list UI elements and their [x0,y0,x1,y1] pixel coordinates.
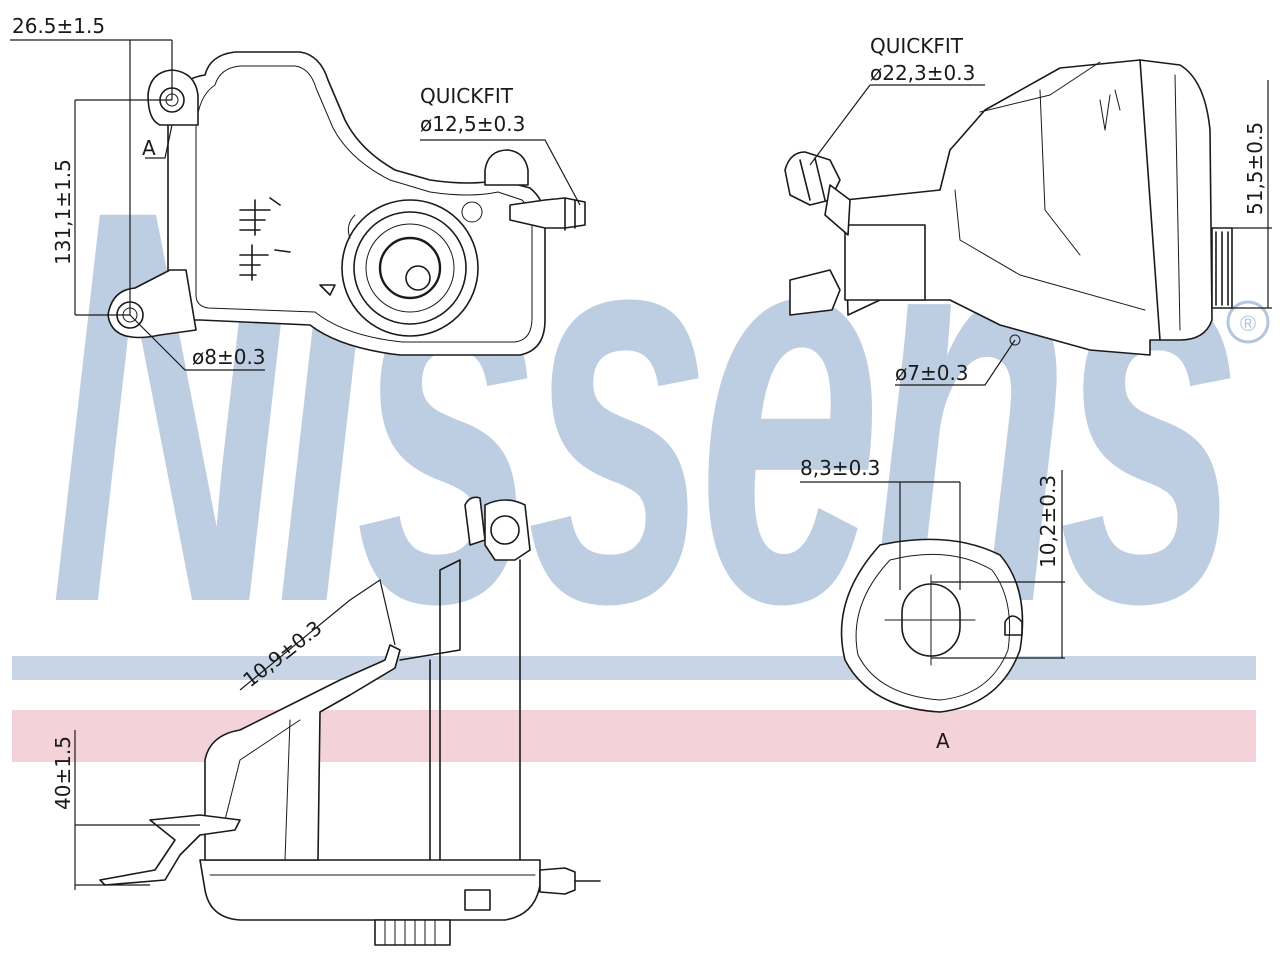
quickfit-2-diameter: ø22,3±0.3 [870,61,975,85]
filler-cap-outer [341,199,479,337]
filler-cap-center [378,236,442,300]
ref-a-bottom-label: A [936,729,950,753]
level-marks [239,197,291,281]
quickfit-connector-1 [461,149,586,231]
dimension-labels: 26.5±1.5 131,1±1.5 A ø8±0.3 QUICKFIT ø12… [12,14,1267,810]
bottom-view-neck [204,644,401,861]
blue-stripe [12,656,1256,680]
side-view-box [844,224,926,301]
bottom-top-connector [464,496,531,561]
lower-lug [107,269,197,339]
pink-stripe [12,710,1256,762]
dim-hole-right-label: ø7±0.3 [895,361,969,385]
quickfit-connector-2 [784,151,851,236]
detail-a-notch [1004,615,1023,636]
detail-height-label: 10,2±0.3 [1036,475,1060,568]
dim-height-left-label: 131,1±1.5 [51,159,75,265]
bottom-right-fitting [539,867,576,895]
detail-a-outline [840,538,1024,713]
detail-a [840,538,1024,713]
quickfit-2-title: QUICKFIT [870,34,964,58]
dim-bottom-height-label: 40±1.5 [51,736,75,810]
bottom-left-bracket [99,814,241,886]
quickfit-1-diameter: ø12,5±0.3 [420,112,525,136]
dim-hole-left-label: ø8±0.3 [192,345,266,369]
quickfit-1-title: QUICKFIT [420,84,514,108]
arrow-icon [319,284,336,296]
dim-right-height-label: 51,5±0.5 [1243,122,1267,215]
detail-width-label: 8,3±0.3 [800,456,880,480]
side-view-body [844,59,1213,356]
upper-lug [147,69,199,126]
side-view [784,59,1233,356]
dim-top-width-label: 26.5±1.5 [12,14,105,38]
bottom-view [99,496,601,946]
dimension-lines [10,39,1272,890]
ref-a-top-label: A [142,136,156,160]
side-lower-fitting [789,269,841,316]
side-small-hole [1009,334,1021,346]
bottom-cap [374,919,451,946]
front-view [107,51,586,356]
registered-mark: ® [1240,311,1256,336]
side-right-connector [1211,227,1233,309]
registered-mark-circle [1226,300,1270,344]
